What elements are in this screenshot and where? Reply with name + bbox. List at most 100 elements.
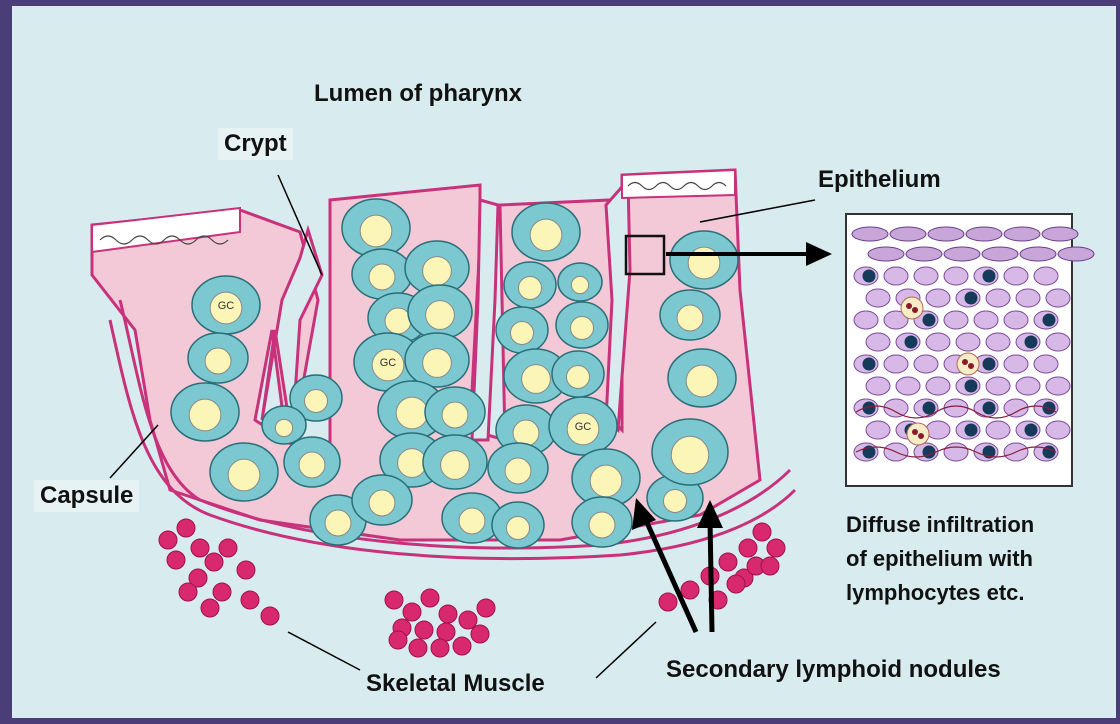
germinal-center <box>590 465 622 497</box>
epithelial-cell <box>928 227 964 241</box>
capsule-leader <box>110 425 158 478</box>
germinal-center <box>571 276 588 293</box>
germinal-center-mark: GC <box>575 421 592 433</box>
germinal-center <box>423 257 452 286</box>
muscle-fiber <box>237 561 255 579</box>
muscle-fiber <box>421 589 439 607</box>
germinal-center <box>671 436 708 473</box>
muscle-fiber <box>761 557 779 575</box>
label-capsule: Capsule <box>34 480 139 512</box>
germinal-center-mark: GC <box>218 300 235 312</box>
germinal-center <box>442 402 468 428</box>
germinal-center <box>513 420 539 446</box>
muscle-fiber <box>767 539 785 557</box>
inset-arrowhead <box>806 242 832 266</box>
inset-cell <box>866 289 890 307</box>
germinal-center <box>205 348 231 374</box>
muscle-fiber <box>681 581 699 599</box>
germinal-center <box>360 215 392 247</box>
label-secondary-nodules: Secondary lymphoid nodules <box>666 656 1001 684</box>
inset-cell <box>1004 355 1028 373</box>
lymphocyte <box>863 358 876 371</box>
muscle-fiber <box>385 591 403 609</box>
nodule-arrow-2 <box>710 520 712 632</box>
lymphocyte <box>965 380 978 393</box>
epithelial-cell <box>944 247 980 261</box>
inset-cell <box>1034 267 1058 285</box>
inset-cell <box>986 289 1010 307</box>
germinal-center <box>522 365 551 394</box>
germinal-center <box>686 365 718 397</box>
inset-cell <box>986 333 1010 351</box>
germinal-center <box>396 397 428 429</box>
muscle-fiber <box>403 603 421 621</box>
muscle-fiber <box>453 637 471 655</box>
muscle-fiber <box>205 553 223 571</box>
lymphocyte <box>965 424 978 437</box>
inset-cell <box>1004 267 1028 285</box>
inset-cell <box>944 399 968 417</box>
germinal-center <box>369 264 395 290</box>
germinal-center <box>688 247 720 279</box>
muscle-fiber <box>191 539 209 557</box>
inset-cell <box>986 377 1010 395</box>
muscle-fiber <box>241 591 259 609</box>
muscle-fiber <box>753 523 771 541</box>
inset-cell <box>974 311 998 329</box>
germinal-center <box>459 508 485 534</box>
germinal-center <box>385 308 411 334</box>
muscle-fiber <box>471 625 489 643</box>
epithelial-cell <box>966 227 1002 241</box>
lymphocyte <box>1025 424 1038 437</box>
muscle-fiber <box>727 575 745 593</box>
label-lumen: Lumen of pharynx <box>314 80 522 108</box>
lymphocyte <box>983 358 996 371</box>
muscle-fiber <box>415 621 433 639</box>
epithelial-cell <box>906 247 942 261</box>
germinal-center <box>369 490 395 516</box>
germinal-center <box>677 305 703 331</box>
epithelial-cell <box>982 247 1018 261</box>
lymphocyte <box>983 270 996 283</box>
inset-cell <box>866 377 890 395</box>
inset-cell <box>944 443 968 461</box>
lymphocyte <box>1043 314 1056 327</box>
epithelial-cell <box>1058 247 1094 261</box>
inset-cell <box>1046 377 1070 395</box>
label-diffuse-3: lymphocytes etc. <box>846 580 1025 606</box>
lymphocyte <box>863 270 876 283</box>
inset-cell <box>1046 333 1070 351</box>
germinal-center <box>299 452 325 478</box>
muscle-fiber <box>439 605 457 623</box>
epithelial-cell <box>890 227 926 241</box>
granulocyte <box>907 423 929 445</box>
muscle-fiber <box>261 607 279 625</box>
label-epithelium: Epithelium <box>818 166 941 194</box>
inset-cell <box>1016 289 1040 307</box>
germinal-center <box>228 459 260 491</box>
germinal-center-mark: GC <box>380 357 397 369</box>
muscle-fiber <box>739 539 757 557</box>
label-diffuse-1: Diffuse infiltration <box>846 512 1034 538</box>
epithelial-cell <box>868 247 904 261</box>
germinal-center <box>423 349 452 378</box>
inset-cell <box>914 355 938 373</box>
muscle-fiber <box>213 583 231 601</box>
germinal-center <box>518 276 541 299</box>
germinal-center <box>189 399 221 431</box>
inset-cell <box>956 333 980 351</box>
germinal-center <box>304 389 327 412</box>
inset-cell <box>1034 355 1058 373</box>
muscle-fiber <box>409 639 427 657</box>
germinal-center <box>325 510 351 536</box>
inset-cell <box>944 267 968 285</box>
granulocyte <box>901 297 923 319</box>
granulocyte <box>957 353 979 375</box>
muscle-fiber <box>167 551 185 569</box>
germinal-center <box>530 219 562 251</box>
label-skeletal-muscle: Skeletal Muscle <box>366 670 545 698</box>
muscle-fiber <box>459 611 477 629</box>
inset-cell <box>926 377 950 395</box>
inset-cell <box>896 377 920 395</box>
